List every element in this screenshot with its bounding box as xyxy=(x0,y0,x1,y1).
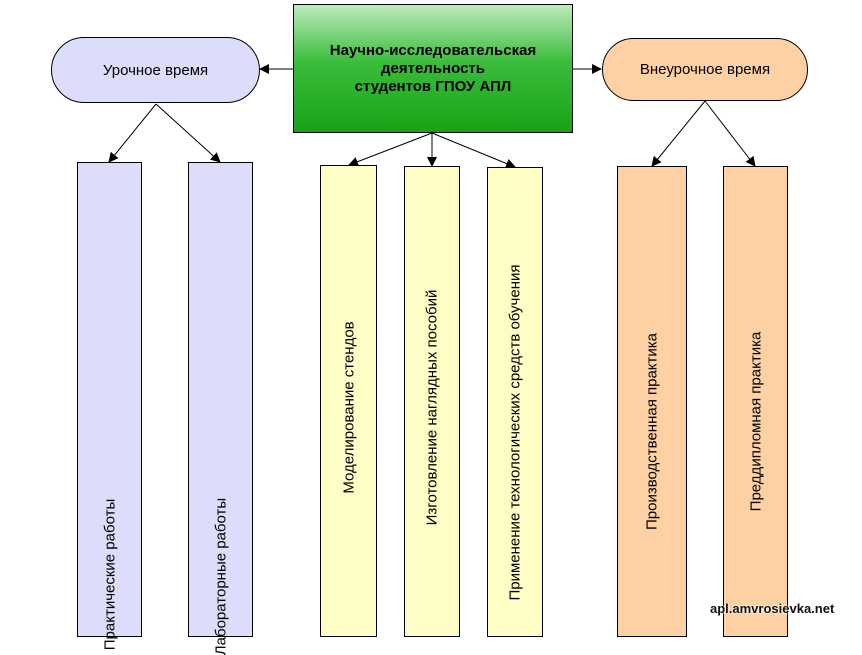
arrow-left-to-col1 xyxy=(108,103,157,163)
left-group-label: Урочное время xyxy=(102,61,209,79)
arrow-central-to-col5 xyxy=(431,132,516,169)
column-label: Практические работы xyxy=(101,498,118,651)
right-group-pill: Внеурочное время xyxy=(602,38,808,101)
column-label: Преддипломная практика xyxy=(747,331,764,512)
column-tech-means: Применение технологических средств обуче… xyxy=(487,167,543,637)
column-label: Производственная практика xyxy=(643,332,661,531)
column-label: Моделирование стендов xyxy=(340,321,357,494)
right-group-label: Внеурочное время xyxy=(639,61,771,78)
arrow-right-to-col6 xyxy=(651,100,706,167)
column-visual-aids: Изготовление наглядных пособий xyxy=(404,166,460,637)
central-box: Научно-исследовательская деятельность ст… xyxy=(293,4,573,133)
arrow-right-to-col7 xyxy=(704,100,756,167)
connector-arrows xyxy=(108,64,756,169)
watermark: apl.amvrosievka.net xyxy=(710,601,835,616)
central-title-line1: Научно-исследовательская xyxy=(329,41,537,59)
arrow-central-to-col3 xyxy=(348,132,433,167)
column-stand-modeling: Моделирование стендов xyxy=(320,165,377,637)
column-label: Применение технологических средств обуче… xyxy=(506,264,524,601)
column-industrial-practice: Производственная практика xyxy=(617,166,687,637)
diagram: Урочное время Научно-исследовательская д… xyxy=(51,4,835,655)
column-prediploma-practice: Преддипломная практика xyxy=(723,166,788,637)
central-title-line2: деятельность xyxy=(381,59,485,77)
column-practical-work: Практические работы xyxy=(77,162,142,650)
column-label: Лабораторные работы xyxy=(212,497,229,655)
column-lab-work: Лабораторные работы xyxy=(188,162,253,655)
column-label: Изготовление наглядных пособий xyxy=(423,289,441,526)
left-group-pill: Урочное время xyxy=(51,37,260,103)
arrow-left-to-col2 xyxy=(155,103,221,163)
central-title-line3: студентов ГПОУ АПЛ xyxy=(354,77,512,95)
